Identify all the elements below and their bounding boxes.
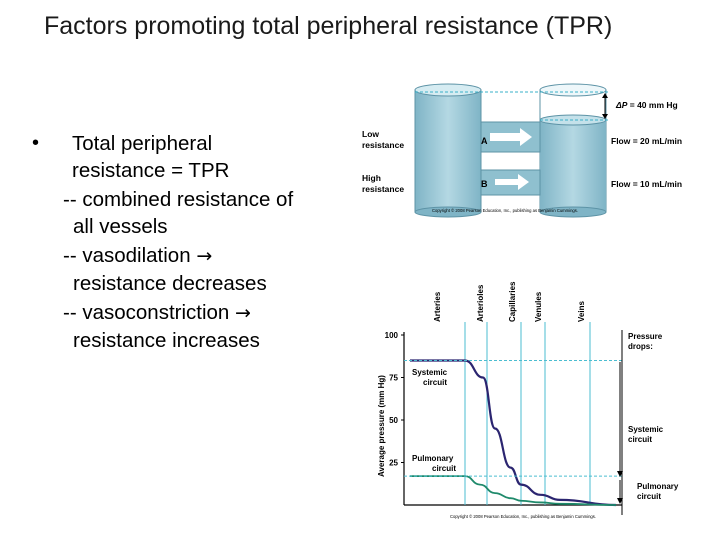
sub-vasodilation-line1: -- vasodilation: [63, 244, 191, 267]
sub-vasoconstriction-line2: resistance increases: [73, 329, 260, 352]
tube-a-label: A: [481, 136, 488, 146]
y-tick-label: 100: [385, 331, 399, 340]
bullet-tpr: • Total peripheral resistance = TPR: [30, 130, 350, 184]
flow-arrow-b-icon: [495, 174, 529, 190]
sub-combined: -- combined resistance of all vessels: [30, 186, 350, 240]
high-resistance-label-1: High: [362, 173, 381, 183]
pulmonary-circuit-label-1: Pulmonary: [412, 454, 454, 463]
sub-combined-line2: all vessels: [73, 215, 168, 238]
left-tank-top: [414, 83, 482, 97]
systemic-drop-arrow-icon: [617, 471, 623, 477]
flow-arrow-a-icon: [490, 128, 532, 146]
flow-a-label: Flow = 20 mL/min: [611, 136, 682, 146]
left-tank: [414, 89, 482, 213]
pulmonary-series-line: [410, 475, 617, 506]
low-resistance-label-2: resistance: [362, 140, 404, 150]
bullet-tpr-line2: resistance = TPR: [72, 159, 230, 182]
right-tank-top: [539, 83, 607, 97]
systemic-circuit-label-2: circuit: [423, 378, 447, 387]
series-group: [410, 359, 617, 507]
right-arrow-icon: →: [235, 302, 251, 324]
down-arrow-icon: [602, 114, 608, 119]
sub-vasoconstriction: -- vasoconstriction → resistance increas…: [30, 299, 350, 354]
sub-combined-line1: -- combined resistance of: [63, 188, 294, 211]
vessel-label: Capillaries: [508, 281, 517, 322]
bullet-list: • Total peripheral resistance = TPR -- c…: [30, 130, 350, 354]
pressure-drops-label-1: Pressure: [628, 332, 663, 341]
systemic-circuit-label-1: Systemic: [412, 368, 448, 377]
sub-vasodilation-line2: resistance decreases: [73, 272, 267, 295]
vessel-label: Venules: [534, 291, 543, 322]
high-resistance-label-2: resistance: [362, 184, 404, 194]
tanks-copyright: Copyright © 2008 Pearson Education, Inc.…: [432, 208, 578, 213]
side-pulmonary-label-2: circuit: [637, 492, 661, 501]
sub-vasoconstriction-line1: -- vasoconstriction: [63, 301, 230, 324]
sub-vasodilation: -- vasodilation → resistance decreases: [30, 242, 350, 297]
slide-title: Factors promoting total peripheral resis…: [44, 12, 613, 40]
pressure-drops-label-2: drops:: [628, 342, 653, 351]
y-tick-label: 25: [389, 459, 398, 468]
vessel-label-group: Arteries Arterioles Capillaries Venules Vein…: [433, 281, 586, 322]
side-pulmonary-label-1: Pulmonary: [637, 482, 679, 491]
vessel-divider-group: [464, 322, 591, 505]
vessel-label: Veins: [577, 301, 586, 322]
y-tick-label: 50: [389, 416, 398, 425]
bullet-dot: •: [32, 132, 40, 154]
y-axis-label: Average pressure (mm Hg): [377, 375, 386, 477]
left-tank-base: [414, 206, 482, 218]
delta-p-label: ΔP = 40 mm Hg: [615, 100, 678, 110]
side-systemic-label-1: Systemic: [628, 425, 664, 434]
right-arrow-icon: →: [196, 245, 213, 267]
vessel-label: Arterioles: [476, 284, 485, 322]
low-resistance-label-1: Low: [362, 129, 379, 139]
systemic-series-line: [410, 359, 617, 507]
right-tank-water: [540, 120, 606, 212]
up-arrow-icon: [602, 93, 608, 98]
pulmonary-circuit-label-2: circuit: [432, 464, 456, 473]
y-tick-group: 100 75 50 25: [385, 331, 404, 468]
right-tank-base: [539, 206, 607, 218]
chart-axes: [403, 332, 622, 506]
vessel-label: Arteries: [433, 291, 442, 322]
flow-b-label: Flow = 10 mL/min: [611, 179, 682, 189]
pulmonary-drop-arrow-icon: [617, 498, 623, 504]
bullet-tpr-line1: Total peripheral: [72, 132, 213, 155]
side-systemic-label-2: circuit: [628, 435, 652, 444]
y-tick-label: 75: [389, 374, 398, 383]
tube-b-label: B: [481, 179, 488, 189]
chart-copyright: Copyright © 2008 Pearson Education, Inc.…: [450, 514, 596, 519]
